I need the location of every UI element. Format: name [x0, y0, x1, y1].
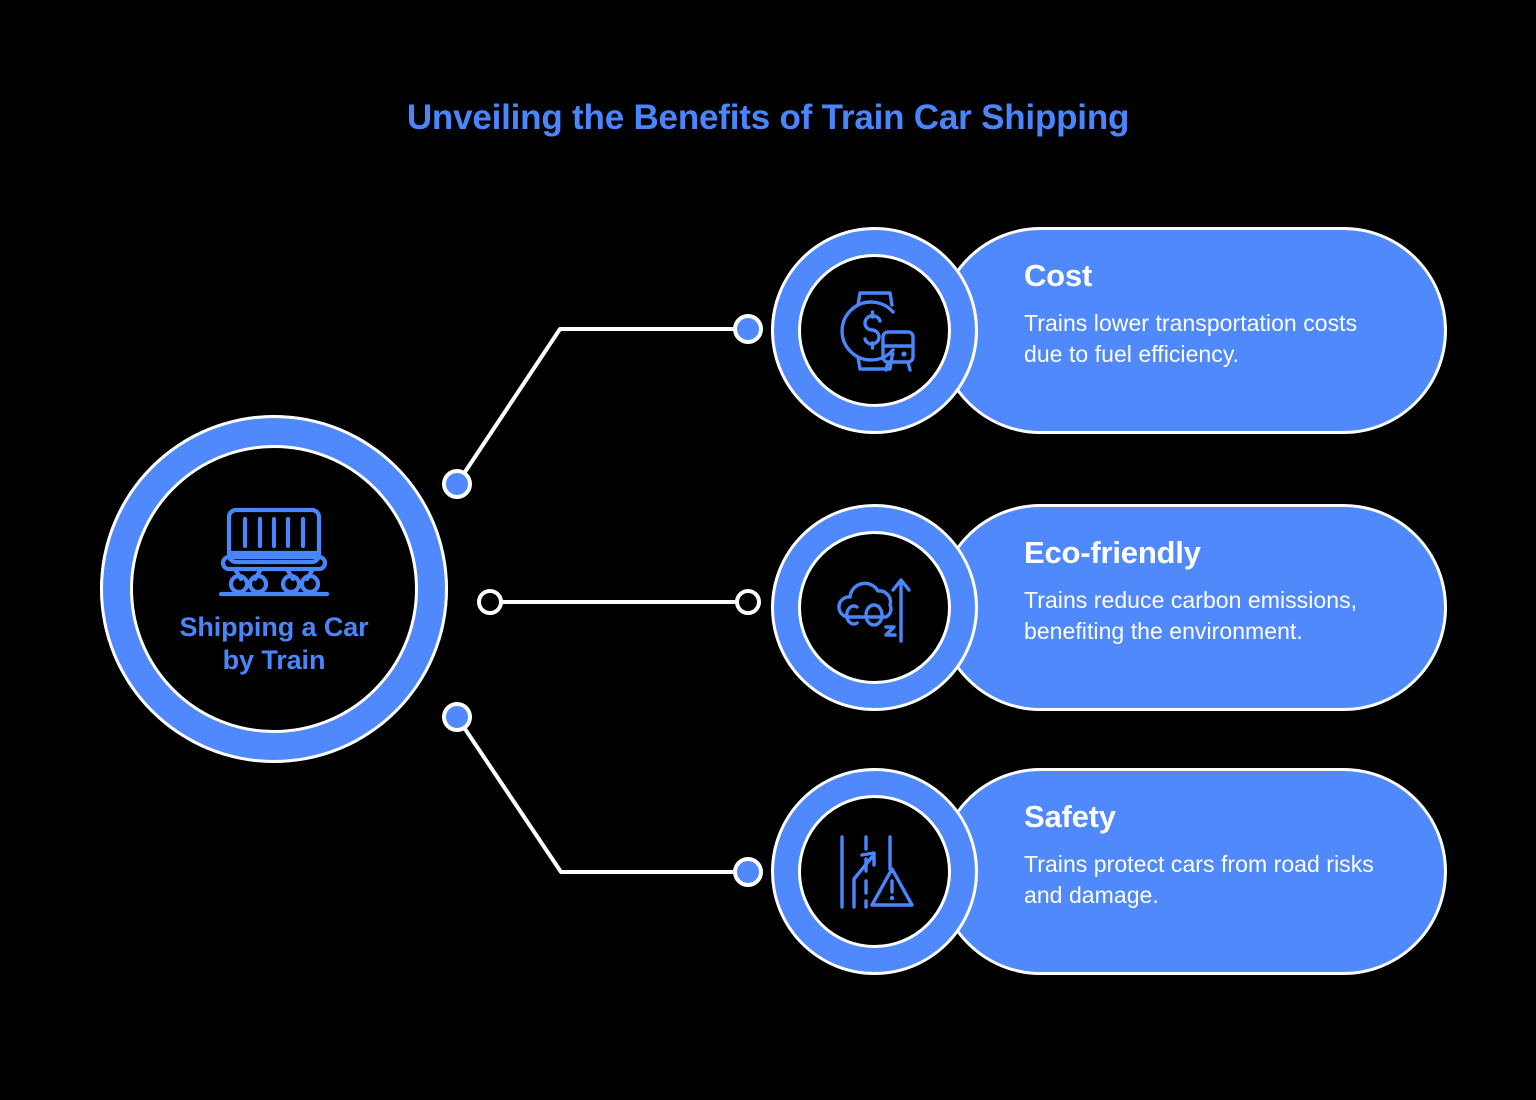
branch-body-safety: Trains protect cars from road risks and …	[1024, 851, 1374, 908]
connector-path-safety	[455, 715, 748, 874]
hub-label: Shipping a Car by Train	[179, 611, 368, 677]
branch-title-cost: Cost	[1024, 258, 1093, 293]
branch-node-safety[interactable]	[771, 768, 978, 975]
branch-body-eco: Trains reduce carbon emissions, benefiti…	[1024, 587, 1358, 644]
connector-dot-hub-safety	[442, 702, 472, 732]
branch-card-safety[interactable]: Safety Trains protect cars from road ris…	[937, 768, 1447, 975]
train-freight-car-icon	[218, 507, 330, 597]
hub-inner-disc: Shipping a Car by Train	[130, 445, 418, 733]
connector-dot-node-cost	[733, 314, 763, 344]
branch-node-disc-safety	[798, 795, 951, 948]
branch-card-cost[interactable]: Cost Trains lower transportation costs d…	[937, 227, 1447, 434]
branch-row-safety: Safety Trains protect cars from road ris…	[771, 768, 1461, 975]
connector-dot-hub-eco	[477, 589, 503, 615]
watch-dollar-cost-icon	[839, 290, 915, 372]
branch-title-eco: Eco-friendly	[1024, 535, 1201, 570]
branch-row-eco: Eco-friendly Trains reduce carbon emissi…	[771, 504, 1461, 711]
branch-body-cost: Trains lower transportation costs due to…	[1024, 310, 1358, 367]
connector-dot-hub-cost	[442, 469, 472, 499]
hub-circle[interactable]: Shipping a Car by Train	[100, 415, 448, 763]
connector-dot-node-safety	[733, 857, 763, 887]
hub-label-line1: Shipping a Car	[179, 612, 369, 642]
branch-node-disc-eco	[798, 531, 951, 684]
connector-path-cost	[455, 327, 748, 486]
connector-dot-node-eco	[735, 589, 761, 615]
hub-label-line2: by Train	[222, 645, 326, 675]
co2-cloud-arrow-icon	[836, 577, 911, 643]
branch-title-safety: Safety	[1024, 799, 1116, 834]
branch-node-eco[interactable]	[771, 504, 978, 711]
branch-card-eco[interactable]: Eco-friendly Trains reduce carbon emissi…	[937, 504, 1447, 711]
road-warning-safety-icon	[839, 834, 914, 909]
branch-row-cost: Cost Trains lower transportation costs d…	[771, 227, 1461, 434]
branch-node-cost[interactable]	[771, 227, 978, 434]
page-title: Unveiling the Benefits of Train Car Ship…	[406, 98, 1130, 137]
branch-node-disc-cost	[798, 254, 951, 407]
